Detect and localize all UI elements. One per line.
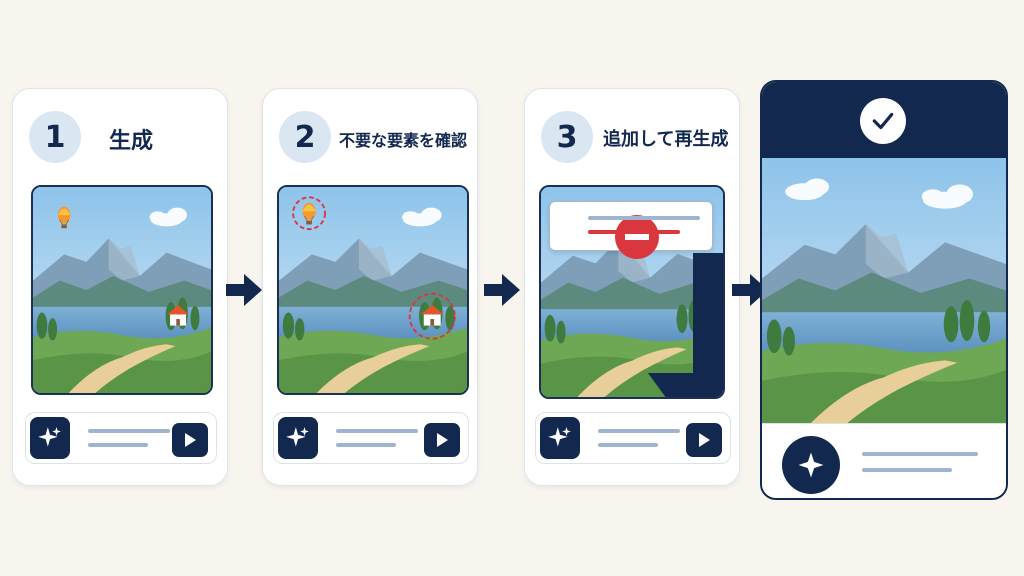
minus-circle-icon (615, 215, 659, 259)
arrow-right-icon (732, 274, 768, 306)
sparkle-icon[interactable] (30, 417, 70, 459)
play-icon[interactable] (424, 423, 460, 457)
instruction-text-line (588, 216, 700, 220)
step-number-badge: 1 (29, 111, 81, 163)
step-title: 追加して再生成 (603, 129, 729, 150)
checkmark-icon (860, 98, 906, 144)
prompt-text-line (598, 443, 658, 447)
regenerated-landscape-image (539, 185, 725, 399)
remove-instruction-popup (549, 201, 713, 259)
play-icon[interactable] (172, 423, 208, 457)
result-footer (762, 423, 1006, 498)
generated-landscape-image (31, 185, 213, 395)
prompt-text-line (88, 429, 170, 433)
final-landscape-image (762, 158, 1006, 423)
prompt-bar[interactable] (273, 412, 469, 464)
sparkle-icon (782, 436, 840, 494)
prompt-bar[interactable] (25, 412, 217, 464)
step-card-2: 2 不要な要素を確認 (262, 88, 478, 486)
step-card-3: 3 追加して再生成 (524, 88, 740, 486)
final-result-card (760, 80, 1008, 500)
prompt-text-line (598, 429, 680, 433)
prompt-text-line (336, 443, 396, 447)
arrow-down-icon (648, 253, 723, 397)
prompt-bar[interactable] (535, 412, 731, 464)
removed-element-line (588, 230, 680, 234)
step-number-badge: 3 (541, 111, 593, 163)
sparkle-icon[interactable] (540, 417, 580, 459)
sparkle-icon[interactable] (278, 417, 318, 459)
step-card-1: 1 生成 (12, 88, 228, 486)
step-number-badge: 2 (279, 111, 331, 163)
result-header (762, 82, 1006, 158)
prompt-text-line (336, 429, 418, 433)
arrow-right-icon (484, 274, 520, 306)
step-title: 不要な要素を確認 (339, 131, 468, 150)
play-icon[interactable] (686, 423, 722, 457)
result-text-line (862, 468, 952, 472)
arrow-right-icon (226, 274, 262, 306)
prompt-text-line (88, 443, 148, 447)
result-text-line (862, 452, 978, 456)
review-landscape-image (277, 185, 469, 395)
step-title: 生成 (109, 129, 154, 154)
